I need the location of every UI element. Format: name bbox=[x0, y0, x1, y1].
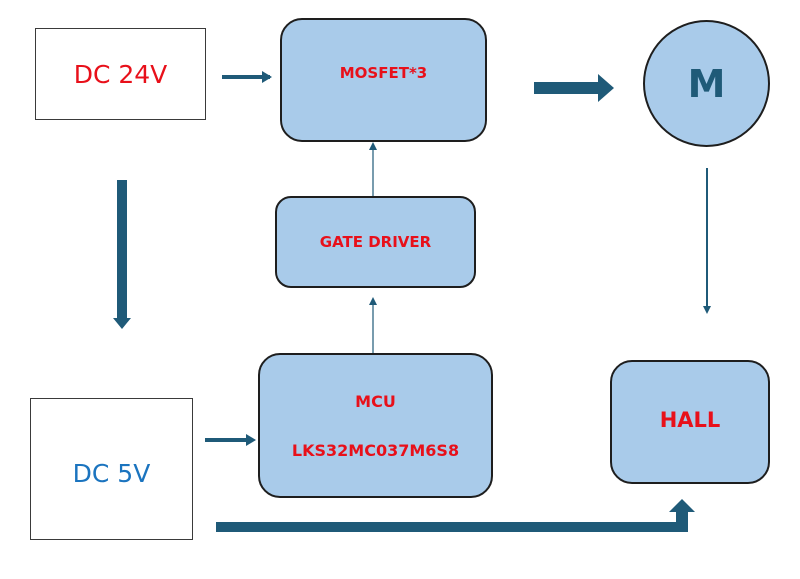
mosfet-block: MOSFET*3 bbox=[280, 18, 487, 142]
arrow-gatedriver-to-mosfet bbox=[369, 142, 377, 196]
arrow-mcu-to-gatedriver bbox=[369, 297, 377, 353]
mosfet-label: MOSFET*3 bbox=[339, 64, 428, 82]
motor-label: M bbox=[687, 61, 726, 106]
arrow-dc24v-to-dc5v bbox=[113, 180, 131, 329]
hall-label: HALL bbox=[659, 408, 721, 432]
mcu-title: MCU bbox=[355, 391, 396, 411]
gate-driver-label: GATE DRIVER bbox=[319, 233, 432, 251]
dc24v-label: DC 24V bbox=[73, 59, 168, 89]
arrow-dc24v-to-mosfet bbox=[222, 71, 272, 83]
dc24v-block: DC 24V bbox=[35, 28, 206, 120]
hall-block: HALL bbox=[610, 360, 770, 484]
gate-driver-block: GATE DRIVER bbox=[275, 196, 476, 288]
dc5v-label: DC 5V bbox=[72, 458, 151, 488]
dc5v-block: DC 5V bbox=[30, 398, 193, 540]
arrow-motor-to-hall bbox=[703, 168, 711, 314]
arrow-dc5v-to-hall bbox=[216, 499, 695, 532]
arrow-dc5v-to-mcu bbox=[205, 434, 256, 446]
arrow-mosfet-to-motor bbox=[534, 74, 614, 102]
mcu-part-number: LKS32MC037M6S8 bbox=[291, 440, 460, 460]
mcu-block: MCU LKS32MC037M6S8 bbox=[258, 353, 493, 498]
motor-block: M bbox=[643, 20, 770, 147]
